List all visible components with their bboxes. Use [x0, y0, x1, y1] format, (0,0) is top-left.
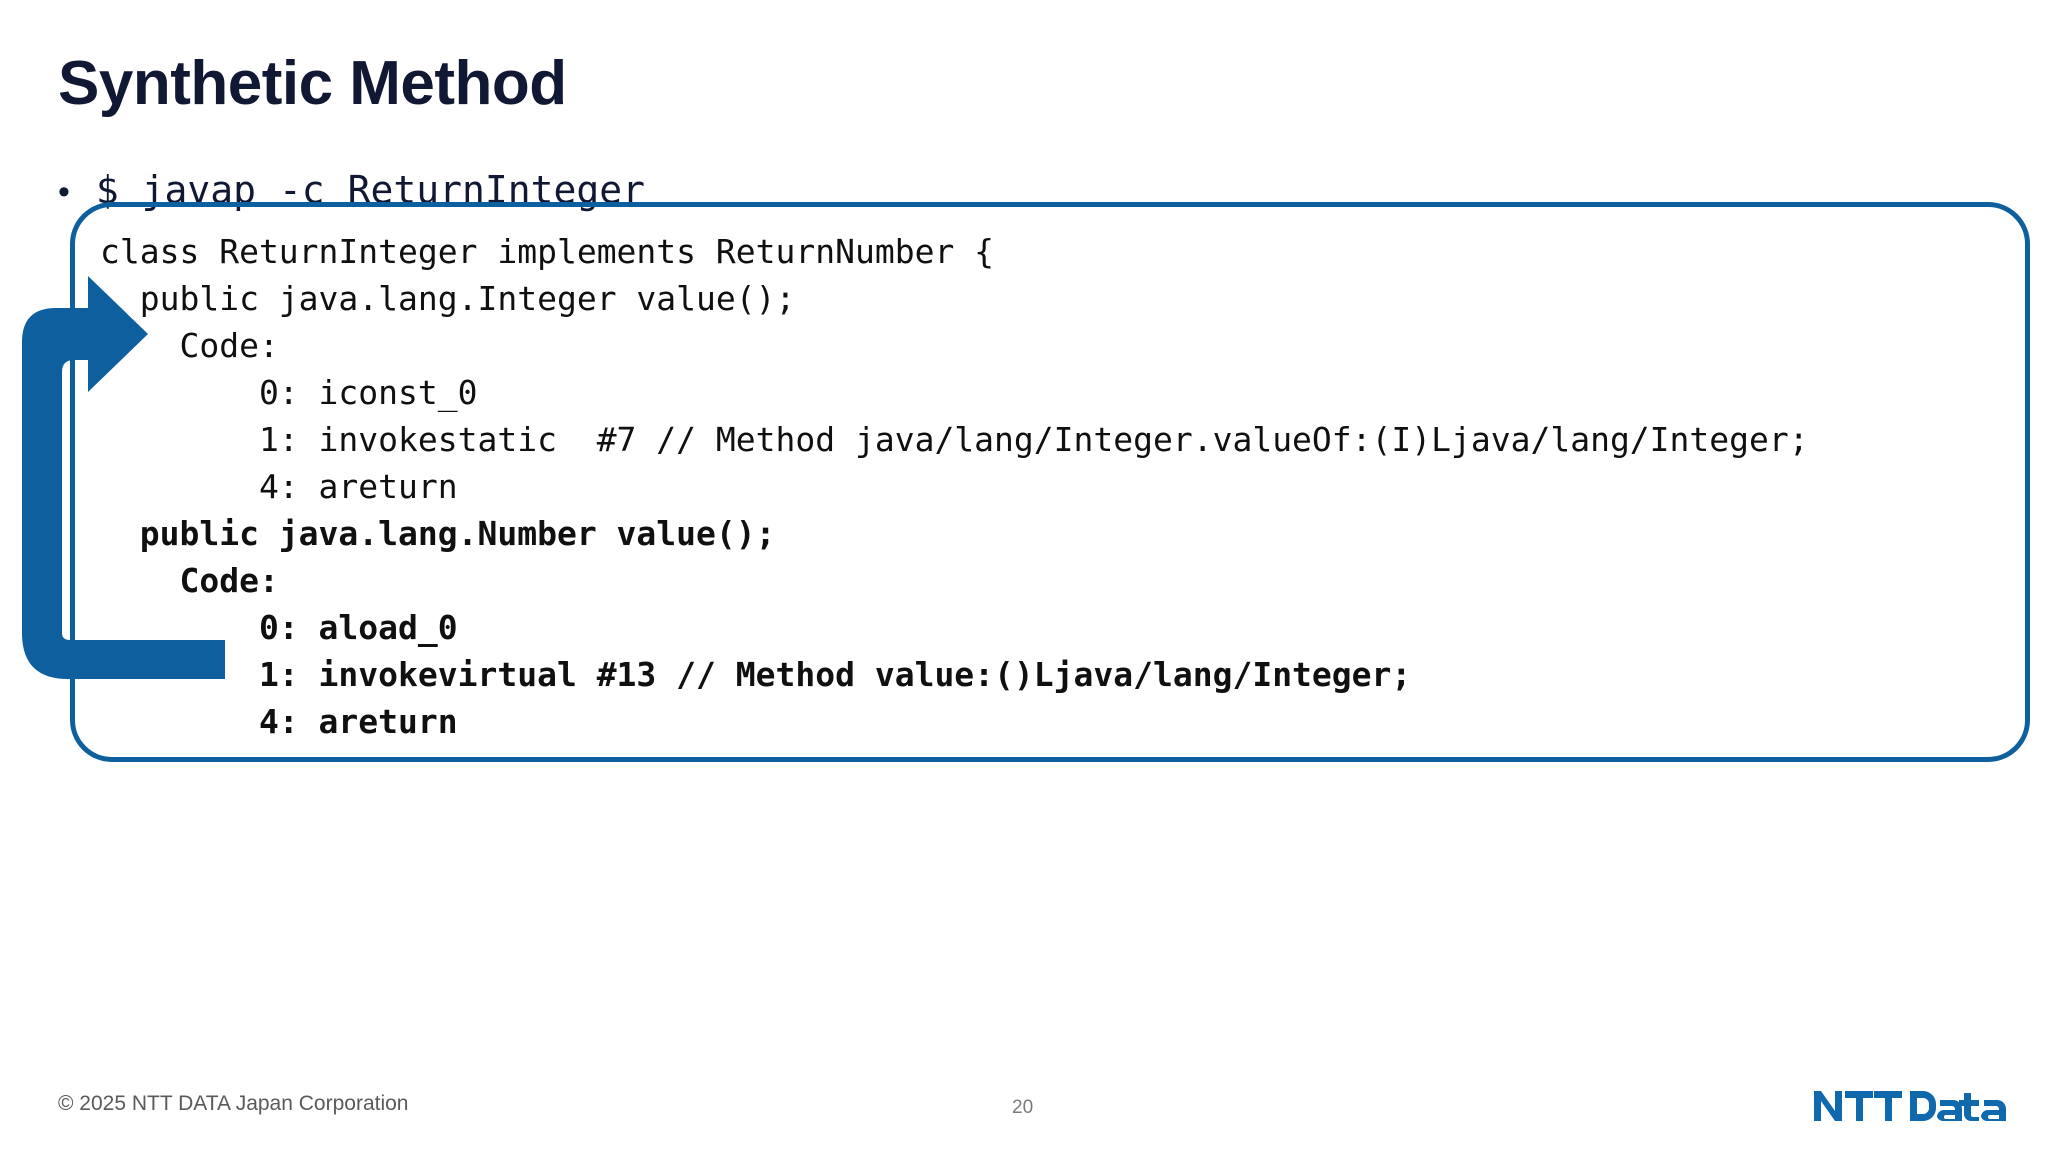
page-title: Synthetic Method [58, 49, 567, 118]
code-line: 0: aload_0 [100, 608, 458, 647]
code-line: 0: iconst_0 [100, 373, 478, 412]
code-line: 4: areturn [100, 467, 458, 506]
code-line: 1: invokestatic #7 // Method java/lang/I… [100, 420, 1809, 459]
bullet-marker-icon: • [58, 173, 70, 211]
footer-page-number: 20 [1012, 1097, 1034, 1118]
footer-copyright: © 2025 NTT DATA Japan Corporation [58, 1092, 409, 1115]
code-line: Code: [100, 561, 279, 600]
code-block-lines: class ReturnInteger implements ReturnNum… [100, 228, 2030, 745]
code-line: 4: areturn [100, 702, 458, 741]
code-line: public java.lang.Number value(); [100, 514, 776, 553]
code-line: class ReturnInteger implements ReturnNum… [100, 232, 995, 271]
code-line: Code: [100, 326, 279, 365]
code-line: 1: invokevirtual #13 // Method value:()L… [100, 655, 1412, 694]
ntt-data-logo [1814, 1091, 2007, 1122]
code-line: public java.lang.Integer value(); [100, 279, 796, 318]
